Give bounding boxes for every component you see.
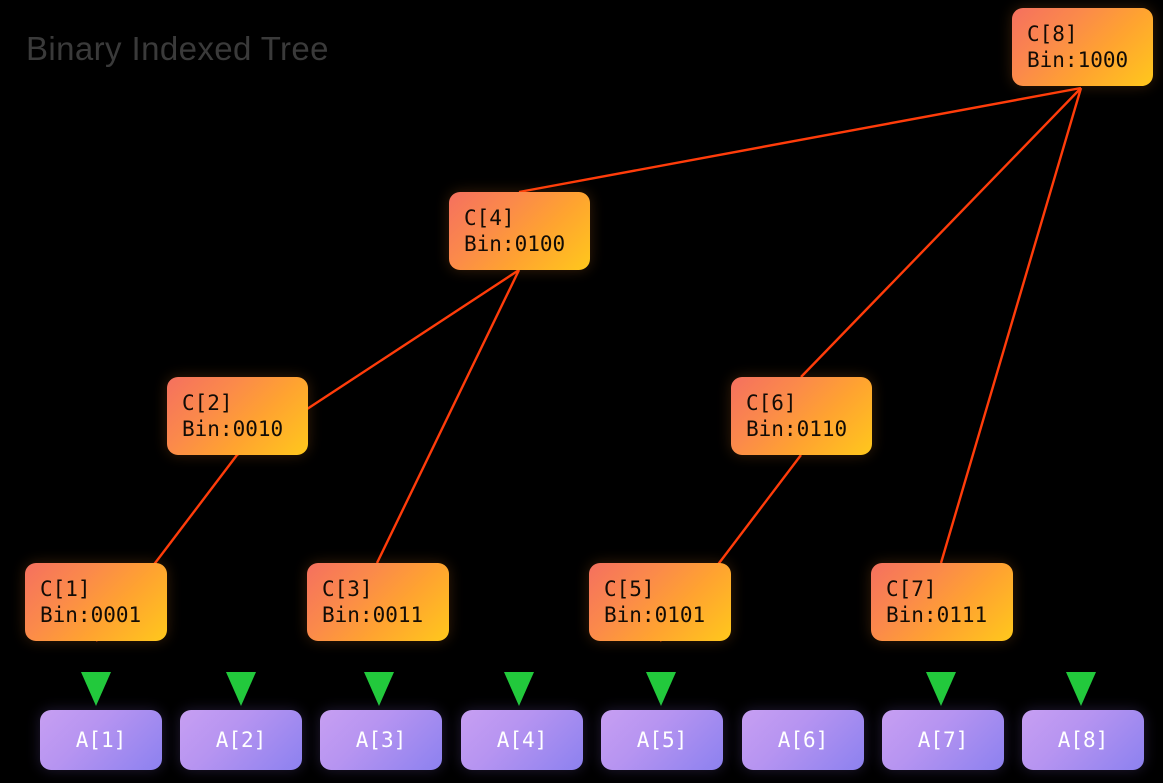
array-arrow-c7-to-a7	[926, 641, 956, 706]
tree-node-label: C[8]	[1027, 22, 1078, 46]
tree-edge-c8-to-c4	[518, 86, 1082, 194]
array-node-a3[interactable]: A[3]	[320, 710, 442, 770]
arrow-head	[926, 672, 956, 706]
tree-node-c7[interactable]: C[7]Bin:0111	[871, 563, 1013, 641]
array-arrow-c3-to-a3	[364, 641, 394, 706]
array-node-a1[interactable]: A[1]	[40, 710, 162, 770]
array-node-label: A[6]	[777, 728, 829, 752]
tree-node-binary: Bin:0001	[40, 603, 142, 627]
arrow-head	[81, 672, 111, 706]
tree-edge-c8-to-c7	[939, 87, 1083, 564]
array-arrow-c5-to-a5	[646, 641, 676, 706]
tree-node-c2[interactable]: C[2]Bin:0010	[167, 377, 308, 455]
tree-node-c3[interactable]: C[3]Bin:0011	[307, 563, 449, 641]
tree-node-label: C[4]	[464, 206, 515, 230]
array-arrow-c2-to-a2	[226, 455, 256, 706]
array-arrow-c1-to-a1	[81, 641, 111, 706]
tree-node-binary: Bin:1000	[1027, 48, 1129, 72]
tree-edge-c4-to-c3	[375, 269, 521, 564]
tree-node-c4[interactable]: C[4]Bin:0100	[449, 192, 590, 270]
array-arrow-c4-to-a4	[504, 270, 534, 706]
tree-node-label: C[3]	[322, 577, 373, 601]
tree-node-binary: Bin:0110	[746, 417, 848, 441]
arrow-head	[646, 672, 676, 706]
tree-edge-group	[95, 86, 1083, 642]
tree-node-c8[interactable]: C[8]Bin:1000	[1012, 8, 1153, 86]
array-node-a4[interactable]: A[4]	[461, 710, 583, 770]
array-node-label: A[2]	[215, 728, 267, 752]
array-node-a8[interactable]: A[8]	[1022, 710, 1144, 770]
array-node-label: A[8]	[1057, 728, 1109, 752]
tree-node-label: C[6]	[746, 391, 797, 415]
array-node-label: A[7]	[917, 728, 969, 752]
arrow-head	[364, 672, 394, 706]
tree-node-label: C[5]	[604, 577, 655, 601]
array-node-label: A[4]	[496, 728, 548, 752]
array-arrow-c8-to-a8	[1066, 88, 1096, 706]
tree-node-c1[interactable]: C[1]Bin:0001	[25, 563, 167, 641]
tree-node-c6[interactable]: C[6]Bin:0110	[731, 377, 872, 455]
array-node-label: A[3]	[355, 728, 407, 752]
array-node-label: A[5]	[636, 728, 688, 752]
arrow-head	[504, 672, 534, 706]
tree-node-label: C[2]	[182, 391, 233, 415]
tree-node-label: C[7]	[886, 577, 937, 601]
arrow-head	[1066, 672, 1096, 706]
array-node-a7[interactable]: A[7]	[882, 710, 1004, 770]
tree-node-binary: Bin:0101	[604, 603, 706, 627]
tree-edge-c8-to-c6	[800, 87, 1082, 378]
page-title: Binary Indexed Tree	[26, 30, 329, 67]
array-node-a5[interactable]: A[5]	[601, 710, 723, 770]
tree-node-binary: Bin:0111	[886, 603, 988, 627]
array-node-label: A[1]	[75, 728, 127, 752]
array-node-a2[interactable]: A[2]	[180, 710, 302, 770]
tree-node-label: C[1]	[40, 577, 91, 601]
tree-node-binary: Bin:0100	[464, 232, 566, 256]
array-node-a6[interactable]: A[6]	[742, 710, 864, 770]
tree-node-binary: Bin:0011	[322, 603, 424, 627]
tree-node-c5[interactable]: C[5]Bin:0101	[589, 563, 731, 641]
arrow-head	[226, 672, 256, 706]
tree-node-binary: Bin:0010	[182, 417, 284, 441]
